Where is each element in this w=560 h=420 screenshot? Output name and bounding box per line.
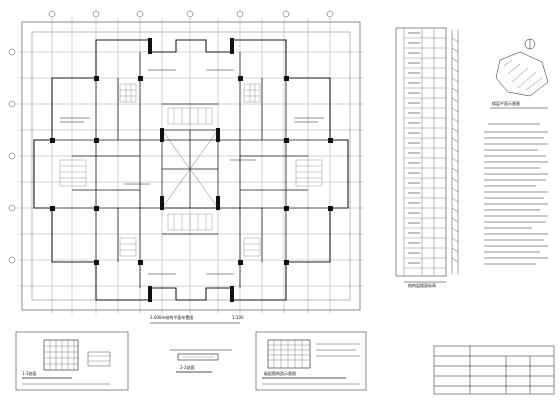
main-plan-caption: 3.000m结构平面布置图 bbox=[150, 315, 194, 320]
key-plan-caption: 楼层平面示意图 bbox=[492, 101, 520, 106]
columns bbox=[50, 38, 333, 302]
detail-1-hatch bbox=[44, 340, 78, 370]
interior-walls bbox=[52, 52, 330, 288]
elevation-values bbox=[408, 32, 420, 264]
detail-1-caption: 1-1剖面 bbox=[22, 371, 37, 376]
elevation-table bbox=[395, 27, 459, 283]
elevation-rail bbox=[451, 30, 459, 274]
main-plan-scale: 1:100 bbox=[232, 315, 244, 320]
general-notes bbox=[484, 123, 548, 265]
detail-3-caption: 板配筋构造示意图 bbox=[264, 371, 296, 376]
detail-1 bbox=[15, 331, 129, 391]
key-plan bbox=[490, 38, 549, 109]
axis-bubbles bbox=[8, 10, 334, 264]
building-outline bbox=[33, 39, 349, 301]
elevation-rows bbox=[404, 37, 446, 269]
detail-2-caption: 2-2剖面 bbox=[180, 365, 195, 370]
plan-annotations bbox=[60, 69, 324, 275]
key-plan-hatch bbox=[503, 59, 543, 91]
elevation-ticks bbox=[451, 37, 459, 263]
detail-2 bbox=[170, 349, 232, 373]
detail-3 bbox=[255, 331, 367, 391]
core-shaft bbox=[161, 129, 219, 209]
hatched-slabs bbox=[59, 83, 323, 257]
elevation-table-caption: 结构层楼面标高 bbox=[408, 283, 436, 288]
title-block bbox=[433, 345, 555, 395]
detail-3-hatch bbox=[268, 340, 310, 368]
main-floor-plan bbox=[8, 10, 364, 314]
